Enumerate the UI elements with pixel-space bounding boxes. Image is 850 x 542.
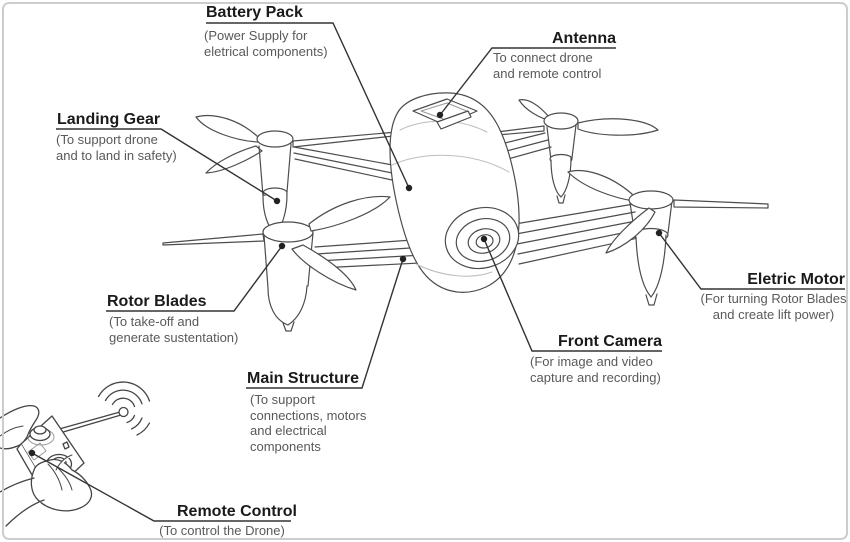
- callout-remote-control: Remote Control: [177, 502, 297, 521]
- main-structure-description: (To support connections, motors and elec…: [250, 392, 367, 454]
- callout-eletric-motor: Eletric Motor: [701, 270, 845, 289]
- callout-front-camera: Front Camera: [532, 332, 662, 351]
- battery-pack-title: Battery Pack: [206, 4, 303, 21]
- front-camera-title: Front Camera: [557, 333, 662, 350]
- callout-main-structure: Main Structure: [247, 369, 359, 388]
- leader-eletric-motor: [655, 229, 845, 290]
- callout-landing-gear: Landing Gear: [57, 110, 160, 129]
- remote-control-illustration: [0, 381, 151, 527]
- drone-body: [389, 92, 520, 293]
- leader-front-camera: [480, 235, 662, 352]
- battery-pack-description: (Power Supply for eletrical components): [204, 28, 328, 59]
- leader-battery-pack: [206, 22, 413, 192]
- front-left-rotor: [162, 195, 391, 332]
- antenna-title: Antenna: [552, 30, 616, 47]
- main-structure-title: Main Structure: [247, 370, 360, 387]
- rear-left-arm: [293, 146, 410, 184]
- leader-rotor-blades: [106, 242, 286, 312]
- signal-waves-icon: [97, 381, 151, 436]
- landing-gear-description: (To support drone and to land in safety): [56, 132, 177, 163]
- callout-antenna: Antenna: [492, 29, 616, 48]
- front-right-rotor: [567, 169, 769, 306]
- remote-control-description: (To control the Drone): [159, 523, 285, 538]
- leader-antenna: [436, 47, 616, 119]
- remote-control-title: Remote Control: [177, 503, 297, 520]
- callout-rotor-blades: Rotor Blades: [107, 292, 207, 311]
- remote-antenna: [51, 406, 129, 436]
- leader-lines: [28, 22, 845, 522]
- leader-main-structure: [246, 255, 407, 389]
- leader-landing-gear: [56, 128, 281, 205]
- left-hand: [0, 404, 40, 450]
- leader-remote-control: [28, 449, 291, 522]
- front-camera-description: (For image and video capture and recordi…: [530, 354, 661, 385]
- rotor-blades-title: Rotor Blades: [107, 293, 207, 310]
- rear-left-rotor: [195, 114, 422, 239]
- rotor-blades-description: (To take-off and generate sustentation): [109, 314, 239, 345]
- rear-right-rotor: [496, 99, 659, 204]
- antenna-description: To connect drone and remote control: [493, 50, 602, 81]
- drone-illustration: [162, 92, 769, 332]
- eletric-motor-description: (For turning Rotor Blades and create lif…: [700, 291, 847, 322]
- eletric-motor-title: Eletric Motor: [747, 271, 845, 288]
- battery-hatch: [412, 98, 478, 130]
- callout-battery-pack: Battery Pack: [206, 3, 303, 22]
- landing-gear-title: Landing Gear: [57, 111, 161, 128]
